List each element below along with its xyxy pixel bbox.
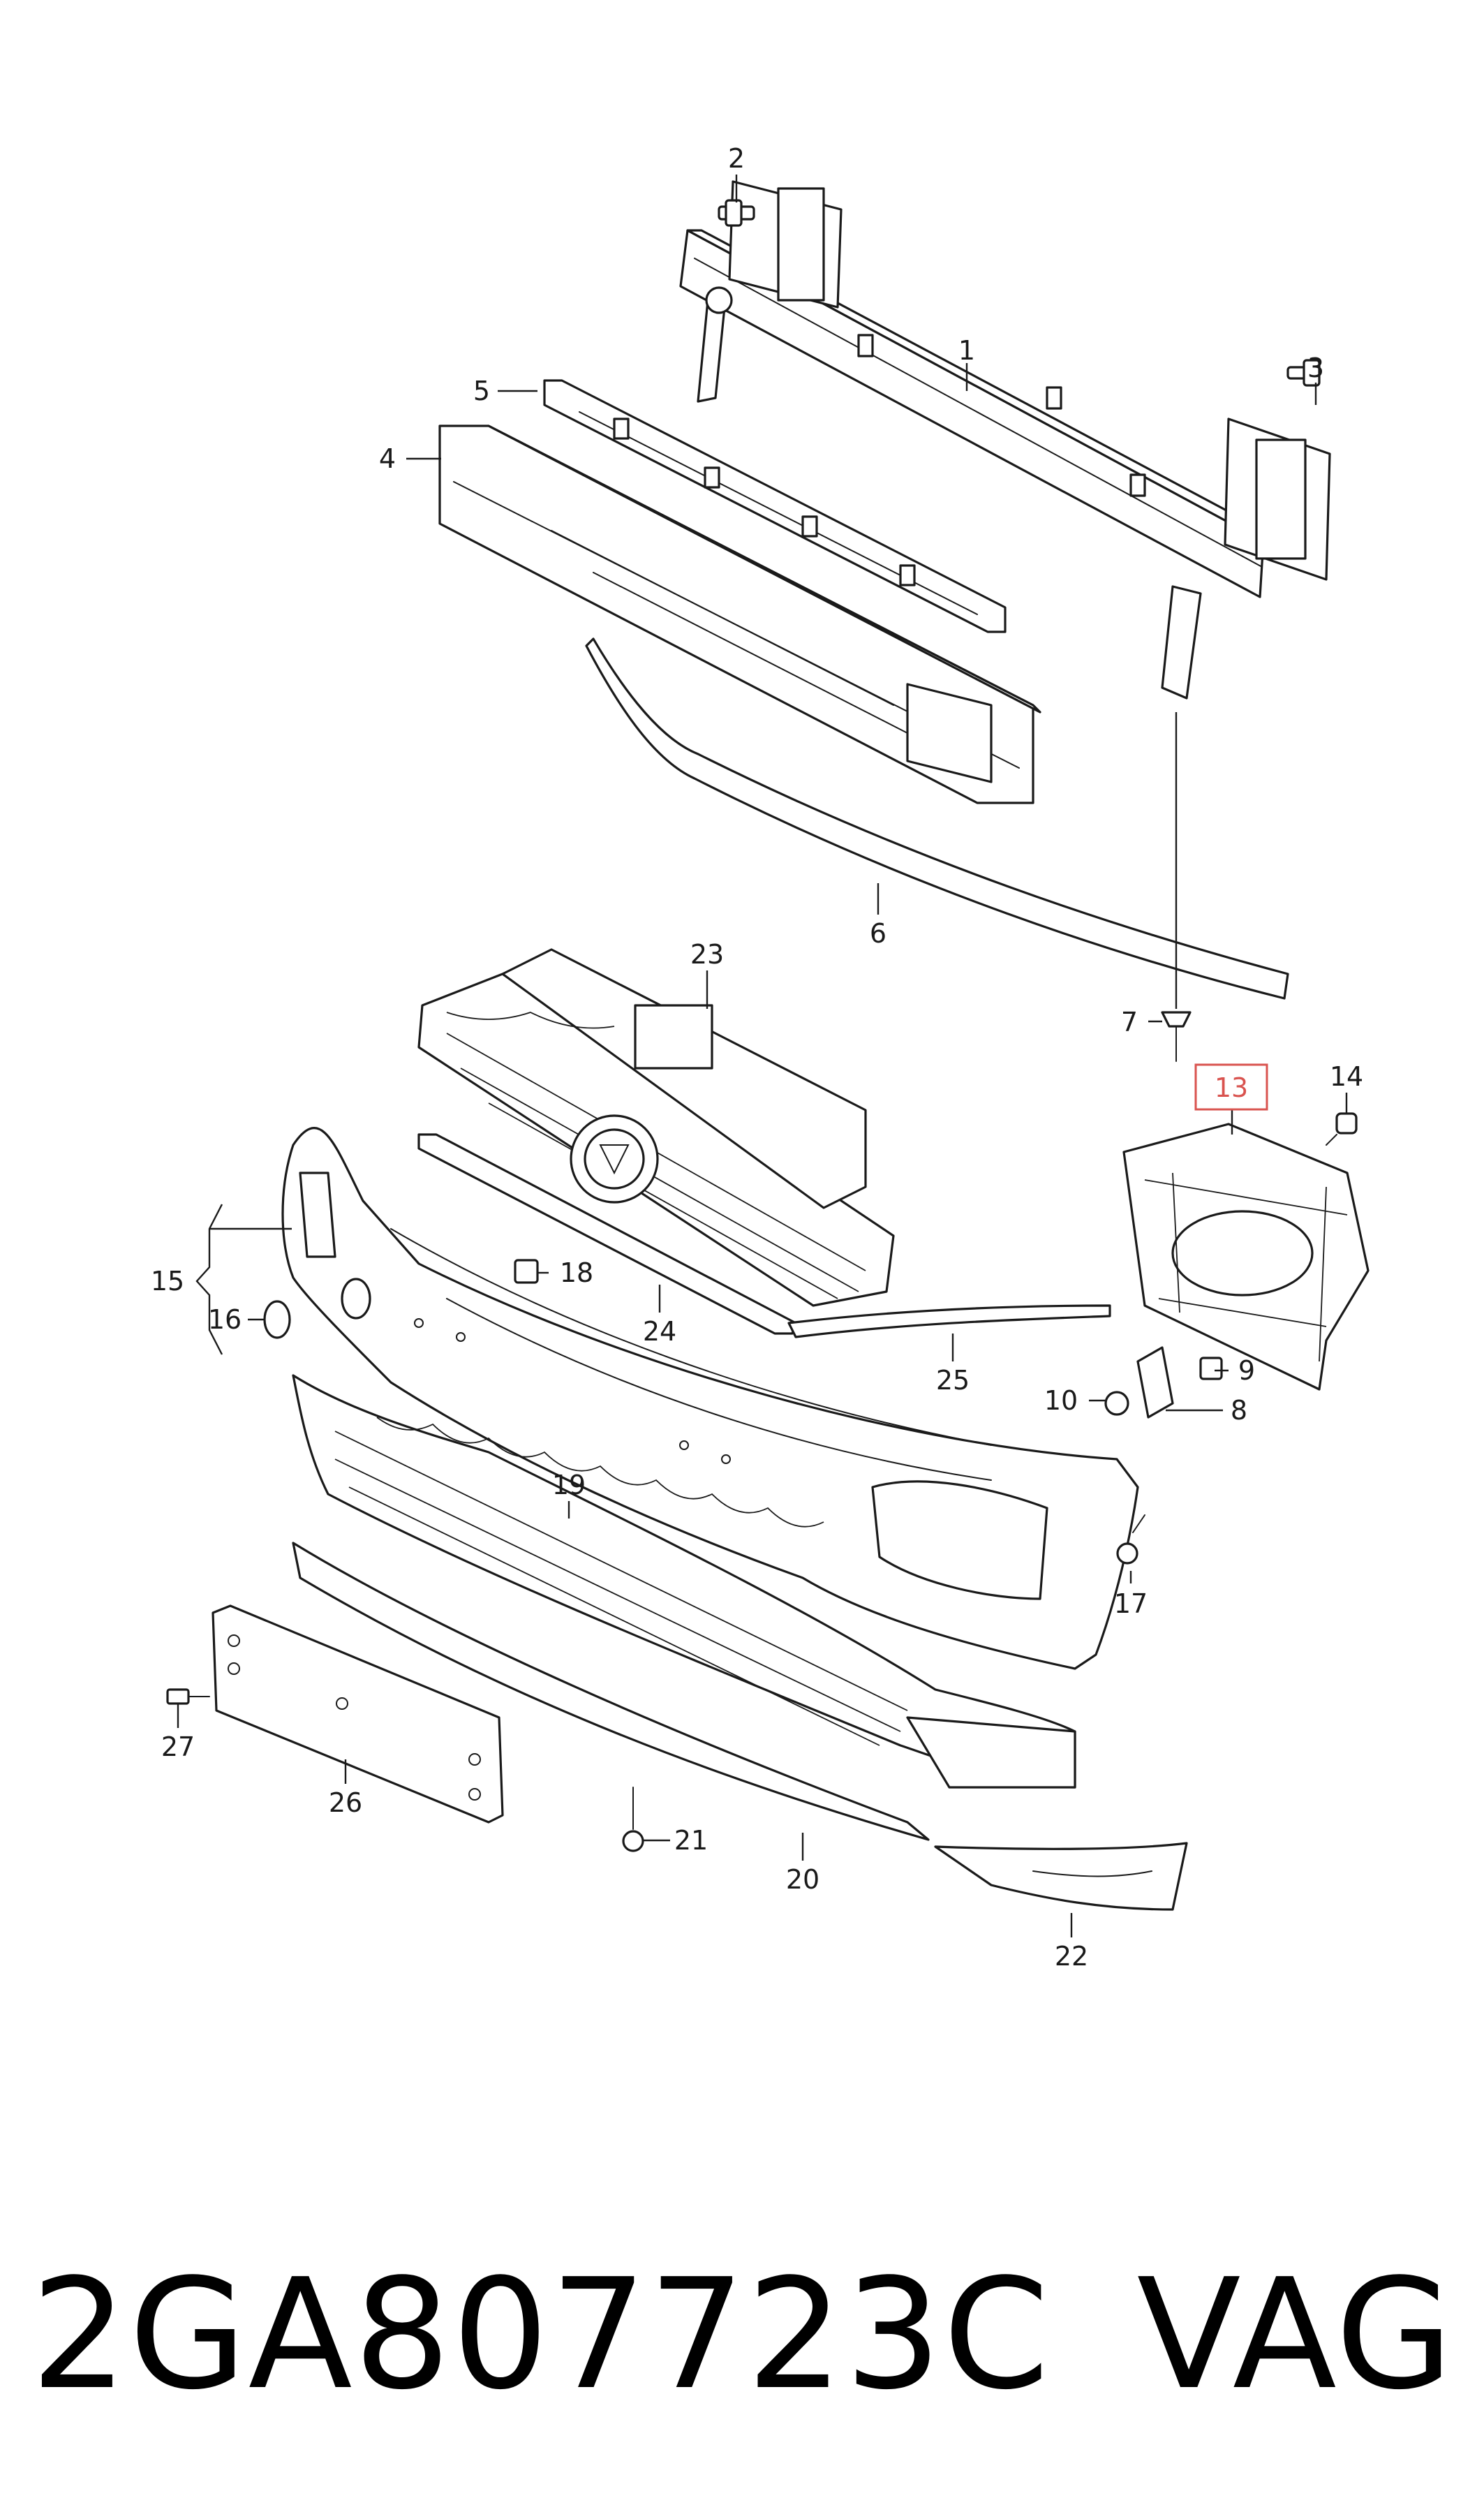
part-13-bracket: [1122, 1123, 1370, 1391]
part-7-rivet: [1161, 1011, 1192, 1062]
part-19-lower-grille: [292, 1374, 1076, 1789]
part-5-carrier-strip: [543, 379, 1007, 633]
callout-6: 6: [870, 918, 886, 949]
callout-16: 16: [208, 1304, 242, 1335]
callout-24: 24: [643, 1316, 676, 1347]
part-8-clip: [1136, 1346, 1174, 1419]
part-15-bumper-cover: [281, 1127, 1139, 1670]
caption: 2GA807723C VAG: [31, 2220, 1455, 2451]
part-10-nut: [1104, 1391, 1129, 1416]
part-number: 2GA807723C: [31, 2247, 1051, 2423]
callout-20: 20: [786, 1864, 819, 1895]
callout-labels: 1 2 3 4 5 6 7 8 9 10 13 14 15 16 17 18 1…: [151, 143, 1363, 1972]
callout-13: 13: [1215, 1072, 1248, 1103]
part-18-clip: [514, 1259, 539, 1284]
part-22-trim: [934, 1842, 1188, 1911]
callout-1: 1: [958, 335, 975, 366]
callout-21: 21: [674, 1825, 708, 1856]
part-4-energy-absorber: [438, 424, 1041, 804]
part-1-bumper-beam: [679, 180, 1331, 700]
part-27-clip: [166, 1688, 210, 1705]
callout-7: 7: [1121, 1007, 1138, 1037]
callout-25: 25: [936, 1365, 970, 1396]
part-6-spoiler-lip: [585, 637, 1289, 1000]
part-14-screw: [1326, 1112, 1358, 1146]
callout-13-highlight: [1194, 1063, 1268, 1111]
brand-label: VAG: [1136, 2247, 1455, 2423]
callout-5: 5: [473, 376, 490, 406]
part-20-lower-lip: [292, 1542, 930, 1841]
callout-3: 3: [1307, 353, 1324, 383]
callout-10: 10: [1044, 1385, 1078, 1416]
callout-8: 8: [1231, 1395, 1247, 1426]
callout-4: 4: [379, 443, 396, 474]
leader-lines: [177, 175, 1348, 1937]
callout-22: 22: [1055, 1941, 1088, 1972]
callout-26: 26: [329, 1787, 362, 1818]
part-26-plate-bracket: [212, 1604, 504, 1824]
callout-14: 14: [1330, 1061, 1363, 1092]
part-25-trim-strip: [787, 1304, 1111, 1338]
callout-17: 17: [1114, 1588, 1148, 1619]
part-17-screw: [1116, 1514, 1145, 1565]
part-23-upper-grille: [417, 948, 895, 1307]
part-16-plug: [263, 1300, 291, 1339]
part-24-trim-strip: [417, 1133, 797, 1335]
part-9-clip: [1199, 1357, 1223, 1380]
callout-27: 27: [161, 1731, 195, 1762]
callout-9: 9: [1238, 1355, 1255, 1386]
part-21-screw: [622, 1787, 644, 1852]
callout-15: 15: [151, 1266, 184, 1297]
callout-2: 2: [728, 143, 745, 174]
callout-23: 23: [690, 939, 724, 970]
callout-19: 19: [552, 1470, 586, 1500]
part-2-bolt: [718, 199, 755, 227]
callout-18: 18: [560, 1257, 593, 1288]
part-3-bolt: [1286, 359, 1321, 387]
